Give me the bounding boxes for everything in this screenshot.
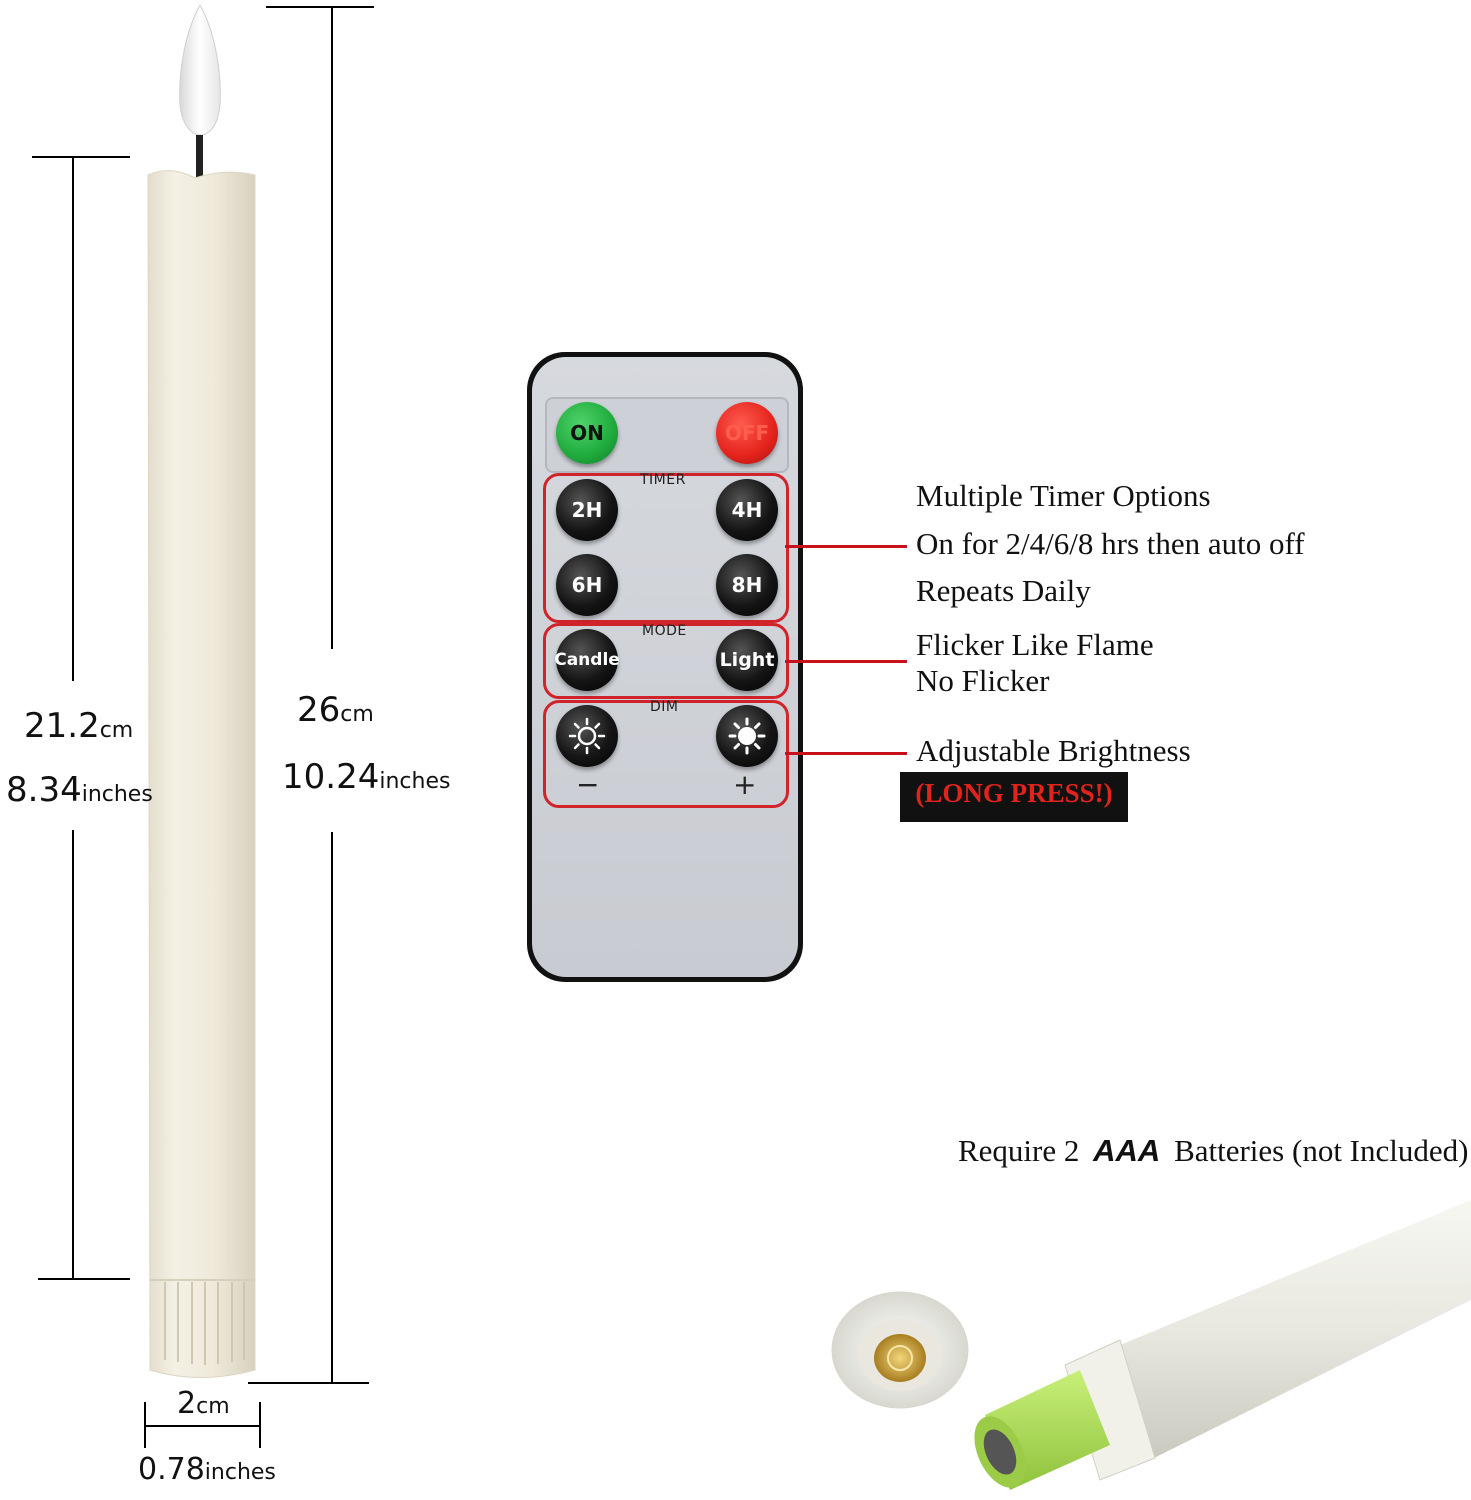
height-total-cm: 26cm [297, 690, 374, 730]
timer-6h-button[interactable]: 6H [556, 554, 618, 616]
height-body-inches: 8.34inches [6, 770, 153, 810]
height-body-cm: 21.2cm [24, 706, 134, 746]
dim-callout-line [785, 752, 907, 755]
timer-8h-button[interactable]: 8H [716, 554, 778, 616]
timer-feature-line-3: Repeats Daily [916, 573, 1091, 608]
mode-feature-line-1: Flicker Like Flame [916, 627, 1154, 662]
dim-feature-line: Adjustable Brightness [916, 733, 1191, 768]
height-total-inches: 10.24inches [282, 757, 451, 797]
timer-callout-line [785, 545, 907, 548]
mode-callout-line [785, 660, 907, 663]
mode-candle-button[interactable]: Candle [554, 629, 620, 691]
taper-candle [147, 3, 256, 1378]
dim-tick-top [266, 6, 374, 8]
mode-label: MODE [642, 623, 687, 639]
width-cm: 2cm [177, 1386, 230, 1421]
mode-light-button[interactable]: Light [716, 629, 778, 691]
dim-line [144, 1425, 261, 1427]
timer-feature-line-1: Multiple Timer Options [916, 478, 1211, 513]
on-button[interactable]: ON [556, 402, 618, 464]
mode-feature-line-2: No Flicker [916, 663, 1050, 698]
dim-down-button[interactable] [556, 705, 618, 767]
dim-line-lower [72, 830, 74, 1280]
dim-tick-top [32, 156, 130, 158]
timer-2h-button[interactable]: 2H [556, 479, 618, 541]
dim-up-button[interactable] [716, 705, 778, 767]
battery-suffix: Batteries (not Included) [1174, 1133, 1469, 1168]
long-press-badge: (LONG PRESS!) [900, 772, 1128, 822]
dim-line-upper [331, 6, 333, 649]
dim-plus-sign: + [733, 768, 757, 801]
sun-outline-icon [568, 717, 606, 755]
timer-feature-line-2: On for 2/4/6/8 hrs then auto off [916, 526, 1305, 561]
dim-label: DIM [650, 699, 679, 715]
sun-filled-icon [728, 717, 766, 755]
dim-minus-sign: − [576, 768, 600, 801]
battery-prefix: Require 2 [958, 1133, 1080, 1168]
battery-type: AAA [1093, 1133, 1161, 1168]
long-press-text: (LONG PRESS!) [915, 778, 1113, 808]
dim-line-upper [72, 156, 74, 681]
timer-group-frame [543, 473, 789, 623]
timer-4h-button[interactable]: 4H [716, 479, 778, 541]
off-button[interactable]: OFF [716, 402, 778, 464]
dim-line-lower [331, 832, 333, 1384]
width-inches: 0.78inches [138, 1452, 276, 1487]
battery-requirement: Require 2 AAA Batteries (not Included) [958, 1133, 1468, 1169]
timer-label: TIMER [640, 472, 686, 488]
dim-tick-bottom [38, 1278, 130, 1280]
battery-compartment-illustration [831, 1200, 1471, 1490]
dim-tick-bottom [248, 1382, 369, 1384]
